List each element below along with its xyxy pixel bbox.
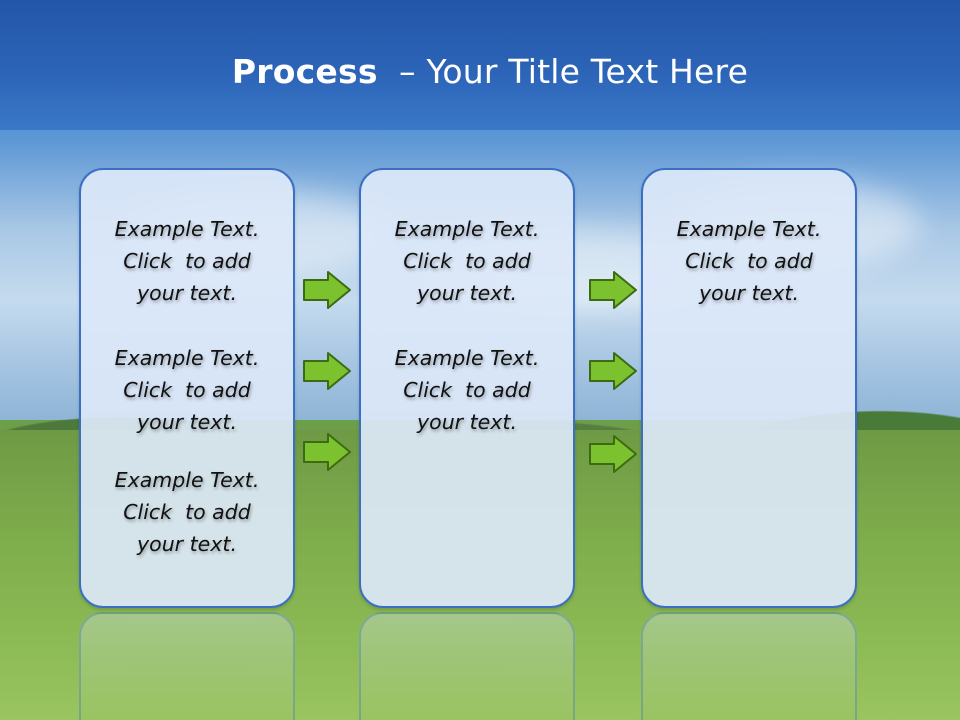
text-entry[interactable]: Example Text. Click to add your text. (361, 213, 573, 309)
process-panel-1[interactable]: Example Text. Click to add your text. Ex… (79, 168, 295, 608)
entry-line: Example Text. (114, 468, 260, 492)
process-panel-3[interactable]: Example Text. Click to add your text. (641, 168, 857, 608)
entry-line: your text. (417, 410, 517, 434)
entry-line: Example Text. (394, 217, 540, 241)
right-arrow-icon[interactable] (302, 432, 352, 472)
entry-line: Click to add (685, 249, 813, 273)
entry-line: Click to add (403, 378, 531, 402)
panel-reflection (79, 612, 295, 720)
entry-line: Click to add (123, 249, 251, 273)
entry-line: your text. (137, 532, 237, 556)
entry-line: Click to add (123, 378, 251, 402)
entry-line: Example Text. (114, 217, 260, 241)
title-rest: – Your Title Text Here (377, 52, 749, 91)
entry-line: your text. (699, 281, 799, 305)
entry-line: Click to add (403, 249, 531, 273)
text-entry[interactable]: Example Text. Click to add your text. (81, 464, 293, 560)
entry-line: your text. (417, 281, 517, 305)
right-arrow-icon[interactable] (302, 270, 352, 310)
right-arrow-icon[interactable] (588, 351, 638, 391)
right-arrow-icon[interactable] (302, 351, 352, 391)
right-arrow-icon[interactable] (588, 434, 638, 474)
right-arrow-icon[interactable] (588, 270, 638, 310)
text-entry[interactable]: Example Text. Click to add your text. (643, 213, 855, 309)
text-entry[interactable]: Example Text. Click to add your text. (81, 213, 293, 309)
title-banner (0, 0, 960, 130)
entry-line: Example Text. (114, 346, 260, 370)
entry-line: your text. (137, 281, 237, 305)
title-strong: Process (231, 52, 378, 91)
panel-reflection (641, 612, 857, 720)
entry-line: your text. (137, 410, 237, 434)
text-entry[interactable]: Example Text. Click to add your text. (81, 342, 293, 438)
panel-reflection (359, 612, 575, 720)
entry-line: Example Text. (394, 346, 540, 370)
text-entry[interactable]: Example Text. Click to add your text. (361, 342, 573, 438)
slide-title[interactable]: Process – Your Title Text Here (0, 52, 960, 91)
process-panel-2[interactable]: Example Text. Click to add your text. Ex… (359, 168, 575, 608)
entry-line: Example Text. (676, 217, 822, 241)
entry-line: Click to add (123, 500, 251, 524)
